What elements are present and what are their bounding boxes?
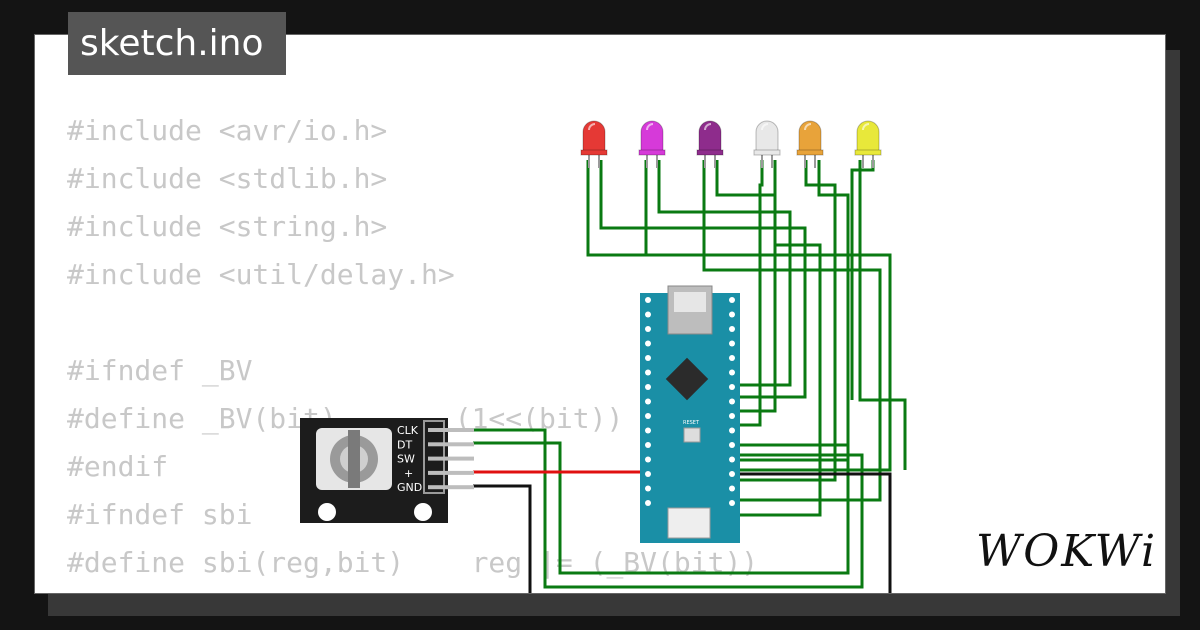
code-line: #ifndef sbi bbox=[67, 498, 253, 531]
board-pin[interactable] bbox=[645, 471, 651, 477]
reset-label: RESET bbox=[683, 420, 700, 426]
board-pin[interactable] bbox=[729, 340, 735, 347]
pin-header-right bbox=[729, 297, 735, 506]
led[interactable] bbox=[753, 120, 781, 168]
file-tab[interactable]: sketch.ino bbox=[68, 12, 286, 75]
board-pin[interactable] bbox=[645, 297, 651, 303]
code-line: #include <avr/io.h> bbox=[67, 114, 388, 147]
encoder-pin[interactable] bbox=[428, 470, 474, 475]
board-pin[interactable] bbox=[729, 398, 735, 405]
board-pin[interactable] bbox=[645, 340, 651, 347]
encoder-pin-label: SW bbox=[397, 453, 415, 466]
board-pin[interactable] bbox=[645, 485, 651, 492]
led-row bbox=[580, 120, 882, 168]
code-line: #include <util/delay.h> bbox=[67, 258, 455, 291]
board-pin[interactable] bbox=[645, 384, 651, 390]
code-line: #endif bbox=[67, 450, 169, 483]
board-pin[interactable] bbox=[729, 369, 735, 376]
code-line: #include <stdlib.h> bbox=[67, 162, 388, 195]
board-pin[interactable] bbox=[729, 485, 735, 492]
code-preview: #include <avr/io.h> #include <stdlib.h> #i… bbox=[67, 107, 758, 593]
board-pin[interactable] bbox=[645, 369, 651, 376]
encoder-pin-label: + bbox=[404, 467, 413, 480]
wokwi-logo: WOKWi bbox=[976, 526, 1158, 577]
board-pin[interactable] bbox=[645, 500, 651, 506]
board-pin[interactable] bbox=[729, 471, 735, 477]
board-pin[interactable] bbox=[729, 355, 735, 361]
board-pin[interactable] bbox=[729, 311, 735, 318]
board-pin[interactable] bbox=[729, 326, 735, 332]
board-pin[interactable] bbox=[645, 413, 651, 419]
board-pin[interactable] bbox=[645, 456, 651, 463]
encoder-pin[interactable] bbox=[428, 485, 474, 490]
led[interactable] bbox=[580, 120, 608, 168]
led[interactable] bbox=[696, 120, 724, 168]
code-line: #include <string.h> bbox=[67, 210, 388, 243]
encoder-pin-label: GND bbox=[397, 481, 422, 494]
encoder-pin[interactable] bbox=[428, 442, 474, 447]
arduino-nano-board[interactable]: RESET bbox=[640, 285, 740, 543]
encoder-wires bbox=[473, 428, 892, 593]
led[interactable] bbox=[854, 120, 882, 168]
board-pin[interactable] bbox=[729, 442, 735, 448]
led[interactable] bbox=[638, 120, 666, 168]
board-pin[interactable] bbox=[645, 311, 651, 318]
board-pin[interactable] bbox=[729, 384, 735, 390]
encoder-pin-label: CLK bbox=[397, 424, 419, 437]
board-pin[interactable] bbox=[645, 442, 651, 448]
board-pin[interactable] bbox=[729, 500, 735, 506]
board-pin[interactable] bbox=[645, 326, 651, 332]
board-pin[interactable] bbox=[729, 297, 735, 303]
board-pin[interactable] bbox=[645, 427, 651, 434]
encoder-pin-label: DT bbox=[397, 438, 412, 451]
board-pin[interactable] bbox=[729, 413, 735, 419]
code-line: #ifndef _BV bbox=[67, 354, 253, 387]
board-pin[interactable] bbox=[645, 355, 651, 361]
led[interactable] bbox=[796, 120, 824, 168]
board-pin[interactable] bbox=[729, 427, 735, 434]
led-wires bbox=[586, 160, 907, 517]
board-pin[interactable] bbox=[729, 456, 735, 463]
encoder-pin[interactable] bbox=[428, 428, 474, 432]
pin-header-left bbox=[645, 297, 651, 506]
board-pin[interactable] bbox=[645, 398, 651, 405]
reset-button[interactable] bbox=[683, 427, 701, 443]
encoder-pin[interactable] bbox=[428, 456, 474, 461]
